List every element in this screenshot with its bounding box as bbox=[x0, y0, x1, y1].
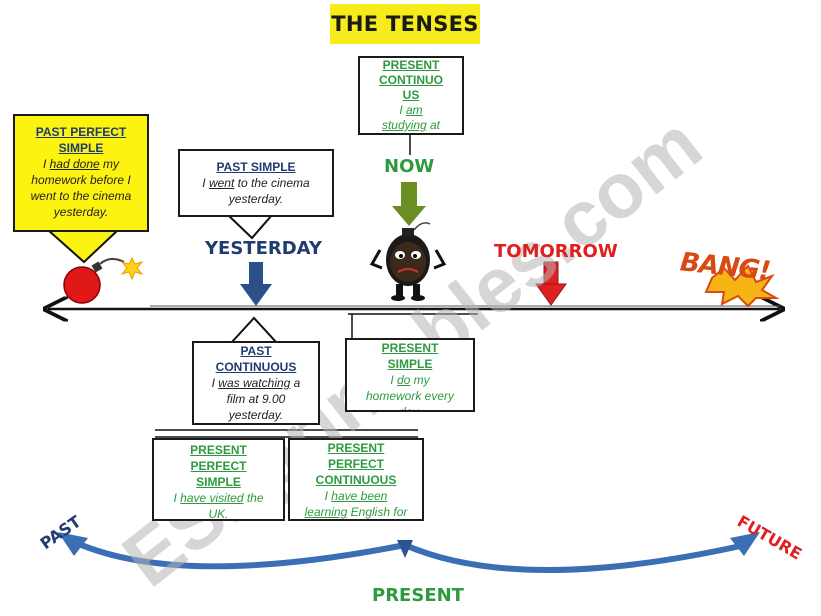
tomorrow-label: TOMORROW bbox=[494, 241, 618, 262]
past-perfect-pointer bbox=[45, 229, 121, 264]
yesterday-label: YESTERDAY bbox=[205, 238, 322, 259]
past-simple-heading: PAST SIMPLE bbox=[216, 160, 296, 174]
present-perfect-continuous-box: PRESENT PERFECT CONTINUOUS I have been l… bbox=[288, 438, 424, 521]
past-continuous-box: PAST CONTINUOUS I was watching a film at… bbox=[192, 341, 320, 425]
past-perfect-simple-box: PAST PERFECT SIMPLE I had done my homewo… bbox=[13, 114, 149, 232]
angry-bomb-icon bbox=[369, 222, 447, 301]
bomb-icon bbox=[63, 256, 144, 304]
timeline-arcs bbox=[58, 532, 760, 573]
now-label: NOW bbox=[384, 156, 435, 177]
present-simple-box: PRESENT SIMPLE I do my homework every da… bbox=[345, 338, 475, 412]
present-perfect-simple-box: PRESENT PERFECT SIMPLE I have visited th… bbox=[152, 438, 285, 521]
past-simple-pointer bbox=[225, 214, 275, 240]
present-perfect-continuous-heading: PRESENT PERFECT CONTINUOUS bbox=[315, 441, 397, 487]
present-simple-heading: PRESENT SIMPLE bbox=[381, 341, 439, 371]
past-continuous-pointer bbox=[229, 316, 279, 343]
past-continuous-heading: PAST CONTINUOUS bbox=[215, 344, 297, 374]
present-continuous-heading: PRESENT CONTINUOUS bbox=[379, 58, 443, 102]
bang-icon bbox=[704, 264, 780, 308]
past-perfect-simple-heading: PAST PERFECT SIMPLE bbox=[35, 125, 127, 155]
present-label: PRESENT bbox=[372, 585, 464, 606]
past-simple-box: PAST SIMPLE I went to the cinema yesterd… bbox=[178, 149, 334, 217]
yesterday-arrow bbox=[240, 262, 272, 306]
page-title: THE TENSES bbox=[330, 4, 480, 44]
present-perfect-simple-heading: PRESENT PERFECT SIMPLE bbox=[190, 443, 247, 489]
tomorrow-arrow bbox=[535, 261, 567, 306]
now-arrow bbox=[392, 182, 426, 226]
present-continuous-box: PRESENT CONTINUOUS I am studying at the … bbox=[358, 56, 464, 135]
